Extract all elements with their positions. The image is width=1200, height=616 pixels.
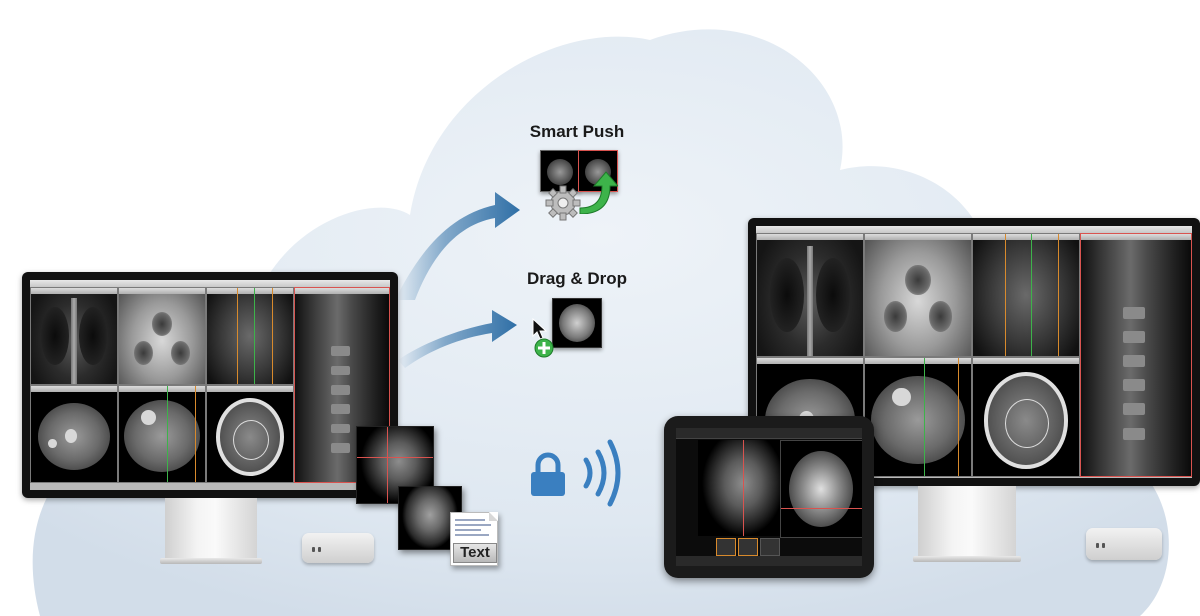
right-mac-mini [1086, 528, 1162, 560]
coronal-ct-viewport[interactable] [206, 287, 294, 385]
drag-drop-image [552, 298, 602, 348]
push-arrow-icon [579, 171, 618, 214]
axial-abdomen-viewport[interactable] [30, 385, 118, 483]
pelvis-xray-viewport[interactable] [864, 233, 972, 357]
axial-brain-viewport[interactable] [972, 357, 1080, 477]
axial-ct-viewport[interactable] [864, 357, 972, 477]
drag-drop-title: Drag & Drop [526, 269, 628, 288]
axial-brain-viewport[interactable] [206, 385, 294, 483]
coronal-ct-viewport[interactable] [972, 233, 1080, 357]
right-viewer-screen [756, 226, 1192, 478]
text-document-label: Text [453, 543, 497, 563]
smart-push-image-left [540, 150, 580, 192]
ipad-axial-viewport[interactable] [780, 440, 862, 538]
left-desktop-monitor [22, 272, 398, 502]
ipad-thumbnail-strip[interactable] [716, 538, 816, 556]
smart-push-arrow [395, 192, 520, 300]
sagittal-spine-viewport[interactable] [1080, 233, 1192, 477]
text-document-icon[interactable]: Text [450, 512, 498, 566]
ipad-viewer-screen [676, 428, 862, 566]
pelvis-xray-viewport[interactable] [118, 287, 206, 385]
chest-xray-viewport[interactable] [756, 233, 864, 357]
left-monitor-foot [160, 558, 262, 564]
left-mac-mini [302, 533, 374, 563]
wireless-signal-icon [583, 439, 621, 507]
ipad-toolbar [676, 428, 862, 439]
smart-push-title: Smart Push [529, 122, 625, 141]
right-monitor-foot [913, 556, 1021, 562]
drag-drop-icon[interactable] [528, 298, 604, 360]
ipad-bottom-bar [676, 556, 862, 566]
gear-icon [545, 185, 581, 221]
add-plus-icon [534, 338, 554, 358]
ipad-sagittal-viewport[interactable] [698, 440, 780, 536]
axial-ct-viewport[interactable] [118, 385, 206, 483]
left-monitor-stand [165, 498, 257, 560]
cursor-arrow-icon [532, 318, 548, 340]
right-desktop-monitor [748, 218, 1200, 486]
lock-icon [531, 452, 565, 496]
right-monitor-stand [918, 486, 1016, 558]
drag-drop-arrow [398, 310, 517, 368]
chest-xray-viewport[interactable] [30, 287, 118, 385]
ipad-device [664, 416, 874, 578]
smart-push-icon[interactable] [540, 150, 618, 222]
left-viewer-screen [30, 280, 390, 490]
